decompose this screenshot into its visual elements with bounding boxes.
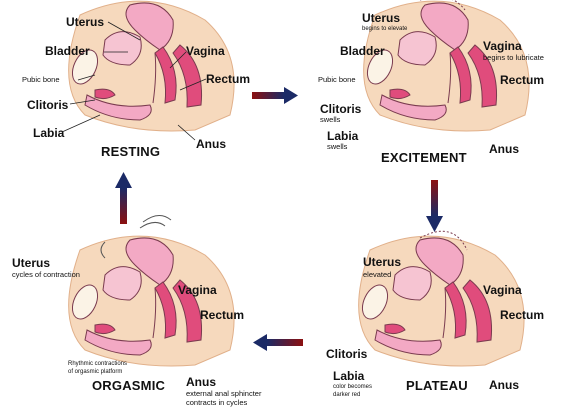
resting-anus-label: Anus: [196, 138, 226, 150]
plateau-anus-label: Anus: [489, 379, 519, 391]
resting-clitoris-label: Clitoris: [27, 99, 68, 111]
orgasmic-uterus-note: cycles of contraction: [12, 271, 80, 279]
plateau-vagina-label: Vagina: [483, 284, 522, 296]
arrow-plateau-to-orgasmic: [253, 334, 303, 351]
resting-bladder-label: Bladder: [45, 45, 90, 57]
excitement-uterus-label: Uterus: [362, 12, 400, 24]
excitement-uterus-note: begins to elevate: [362, 26, 407, 32]
orgasmic-rectum-label: Rectum: [200, 309, 244, 321]
plateau-uterus-label: Uterus: [363, 256, 401, 268]
excitement-rectum-label: Rectum: [500, 74, 544, 86]
resting-labia-label: Labia: [33, 127, 64, 139]
excitement-clitoris-note: swells: [320, 116, 340, 124]
plateau-rectum-label: Rectum: [500, 309, 544, 321]
arrow-resting-to-excitement: [252, 87, 298, 104]
resting-rectum-label: Rectum: [206, 73, 250, 85]
plateau-labia-note-2: darker red: [333, 392, 360, 398]
orgasmic-platform-note-2: of orgasmic platform: [68, 369, 122, 375]
plateau-illustration: [357, 231, 524, 366]
resting-uterus-label: Uterus: [66, 16, 104, 28]
plateau-title: PLATEAU: [406, 378, 468, 393]
excitement-pubic-bone-label: Pubic bone: [318, 76, 356, 84]
plateau-uterus-note: elevated: [363, 271, 391, 279]
orgasmic-anus-note-1: external anal sphincter: [186, 390, 261, 398]
orgasmic-anus-label: Anus: [186, 376, 216, 388]
plateau-clitoris-label: Clitoris: [326, 348, 367, 360]
orgasmic-platform-note-1: Rhythmic contractions: [68, 361, 127, 367]
plateau-labia-note-1: color becomes: [333, 384, 372, 390]
arrow-excitement-to-plateau: [426, 180, 443, 232]
orgasmic-title: ORGASMIC: [92, 378, 165, 393]
resting-title: RESTING: [101, 144, 160, 159]
orgasmic-anus-note-2: contracts in cycles: [186, 399, 247, 407]
plateau-labia-label: Labia: [333, 370, 364, 382]
resting-vagina-label: Vagina: [186, 45, 225, 57]
excitement-clitoris-label: Clitoris: [320, 103, 361, 115]
excitement-title: EXCITEMENT: [381, 150, 467, 165]
excitement-vagina-note: begins to lubricate: [483, 54, 544, 62]
arrow-orgasmic-to-resting: [115, 172, 132, 224]
excitement-anus-label: Anus: [489, 143, 519, 155]
orgasmic-uterus-label: Uterus: [12, 257, 50, 269]
excitement-labia-note: swells: [327, 143, 347, 151]
excitement-bladder-label: Bladder: [340, 45, 385, 57]
orgasmic-vagina-label: Vagina: [178, 284, 217, 296]
resting-pubic-bone-label: Pubic bone: [22, 76, 60, 84]
excitement-vagina-label: Vagina: [483, 40, 522, 52]
excitement-labia-label: Labia: [327, 130, 358, 142]
